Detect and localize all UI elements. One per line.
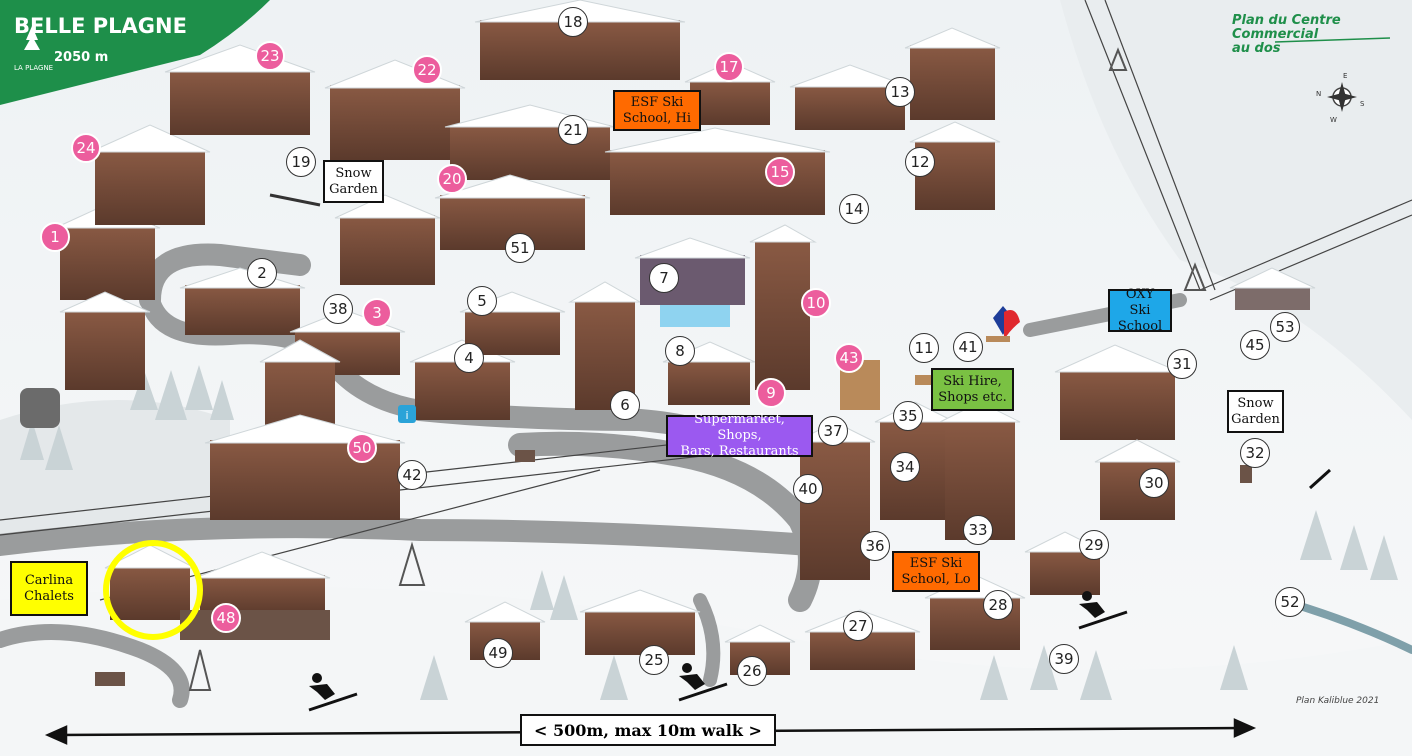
- building-marker-48[interactable]: 48: [211, 603, 241, 633]
- label-line: Garden: [329, 181, 378, 197]
- building-marker-14[interactable]: 14: [839, 194, 869, 224]
- carlina-highlight: [103, 540, 203, 640]
- building-marker-7[interactable]: 7: [649, 263, 679, 293]
- svg-text:i: i: [405, 409, 408, 422]
- building-marker-12[interactable]: 12: [905, 147, 935, 177]
- building-marker-49[interactable]: 49: [483, 638, 513, 668]
- label-line: Snow: [335, 165, 372, 181]
- building-marker-38[interactable]: 38: [323, 294, 353, 324]
- building-marker-11[interactable]: 11: [909, 333, 939, 363]
- label-line: ESF Ski: [630, 94, 684, 110]
- plan-note-line1: Plan du Centre Commercial: [1232, 13, 1341, 42]
- label-line: Snow: [1237, 395, 1274, 411]
- building-marker-35[interactable]: 35: [893, 401, 923, 431]
- building-marker-20[interactable]: 20: [437, 164, 467, 194]
- brand-logo-text: LA PLAGNE: [14, 64, 54, 72]
- building-marker-31[interactable]: 31: [1167, 349, 1197, 379]
- building-marker-4[interactable]: 4: [454, 343, 484, 373]
- building-marker-29[interactable]: 29: [1079, 530, 1109, 560]
- building-marker-32[interactable]: 32: [1240, 438, 1270, 468]
- tree-logo-icon: [24, 26, 40, 50]
- brand-altitude: 2050 m: [54, 50, 109, 65]
- building-marker-19[interactable]: 19: [286, 147, 316, 177]
- skier-icon: [308, 673, 358, 712]
- building-marker-3[interactable]: 3: [362, 298, 392, 328]
- building-marker-50[interactable]: 50: [347, 433, 377, 463]
- building-marker-2[interactable]: 2: [247, 258, 277, 288]
- building-marker-33[interactable]: 33: [963, 515, 993, 545]
- map-credit: Plan Kaliblue 2021: [1296, 696, 1380, 706]
- building-marker-23[interactable]: 23: [255, 41, 285, 71]
- compass-e: E: [1343, 72, 1348, 80]
- scale-label: < 500m, max 10m walk >: [520, 714, 776, 746]
- label-line: ESF Ski: [909, 555, 963, 571]
- building-marker-52[interactable]: 52: [1275, 587, 1305, 617]
- building-marker-26[interactable]: 26: [737, 656, 767, 686]
- building-marker-40[interactable]: 40: [793, 474, 823, 504]
- building-marker-21[interactable]: 21: [558, 115, 588, 145]
- plan-note: Plan du Centre Commercial au dos: [1232, 14, 1412, 56]
- skier-icon: [678, 663, 728, 702]
- label-line: School: [1117, 318, 1163, 334]
- building-marker-36[interactable]: 36: [860, 531, 890, 561]
- building-marker-18[interactable]: 18: [558, 7, 588, 37]
- esf-logo-icon: [986, 306, 1020, 342]
- building-marker-6[interactable]: 6: [610, 390, 640, 420]
- plan-note-line2: au dos: [1232, 41, 1281, 56]
- label-line: School, Hi: [622, 110, 692, 126]
- skier-icon: [1078, 591, 1128, 630]
- building-marker-51[interactable]: 51: [505, 233, 535, 263]
- label-line: Bars, Restaurants: [680, 444, 799, 459]
- label-line: Chalets: [24, 588, 74, 604]
- building-marker-45[interactable]: 45: [1240, 330, 1270, 360]
- building-marker-24[interactable]: 24: [71, 133, 101, 163]
- building-marker-8[interactable]: 8: [665, 336, 695, 366]
- label-supermarket: Supermarket, Shops,Bars, Restaurants: [666, 412, 813, 459]
- building-marker-9[interactable]: 9: [756, 378, 786, 408]
- brand-title: BELLE PLAGNE: [14, 14, 187, 38]
- compass-s: S: [1360, 100, 1365, 108]
- compass-icon: [1327, 82, 1357, 112]
- label-line: OXY Ski: [1125, 286, 1155, 318]
- compass-w: W: [1330, 116, 1337, 124]
- building-marker-53[interactable]: 53: [1270, 312, 1300, 342]
- building-marker-25[interactable]: 25: [639, 645, 669, 675]
- brand-banner: [0, 0, 270, 105]
- building-marker-39[interactable]: 39: [1049, 644, 1079, 674]
- building-marker-13[interactable]: 13: [885, 77, 915, 107]
- building-marker-17[interactable]: 17: [714, 52, 744, 82]
- building-marker-5[interactable]: 5: [467, 286, 497, 316]
- building-marker-42[interactable]: 42: [397, 460, 427, 490]
- label-line: Shops etc.: [938, 389, 1007, 405]
- building-marker-27[interactable]: 27: [843, 611, 873, 641]
- building-marker-1[interactable]: 1: [40, 222, 70, 252]
- building-marker-15[interactable]: 15: [765, 157, 795, 187]
- building-marker-41[interactable]: 41: [953, 332, 983, 362]
- label-line: Garden: [1231, 411, 1280, 427]
- info-point-icon: i: [398, 405, 416, 423]
- building-marker-10[interactable]: 10: [801, 288, 831, 318]
- label-line: Ski Hire,: [943, 373, 1002, 389]
- building-marker-28[interactable]: 28: [983, 590, 1013, 620]
- building-marker-22[interactable]: 22: [412, 55, 442, 85]
- label-line: School, Lo: [901, 571, 971, 587]
- label-ski-hire: Ski Hire,Shops etc.: [931, 368, 1014, 411]
- label-line: Carlina: [24, 572, 74, 588]
- building-marker-37[interactable]: 37: [818, 416, 848, 446]
- label-line: Supermarket, Shops,: [694, 412, 785, 443]
- compass-n: N: [1316, 90, 1322, 98]
- building-marker-30[interactable]: 30: [1139, 468, 1169, 498]
- building-marker-43[interactable]: 43: [834, 343, 864, 373]
- building-marker-34[interactable]: 34: [890, 452, 920, 482]
